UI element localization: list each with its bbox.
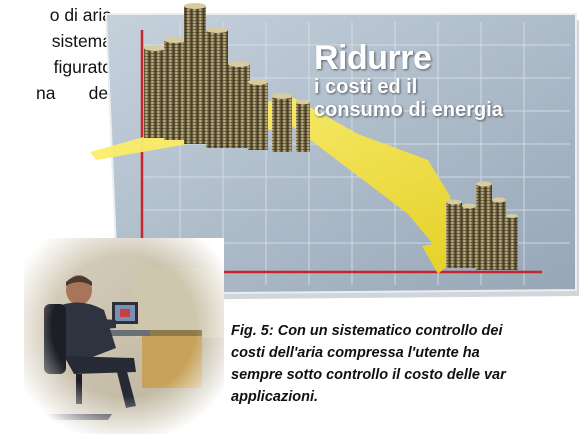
office-worker-photo (24, 238, 224, 434)
small-coin-stacks-icon (446, 181, 518, 270)
infographic-headline: Ridurre i costi ed il consumo di energia (314, 40, 503, 122)
downward-arrow (90, 96, 465, 274)
body-text-line: o di aria (49, 5, 112, 25)
article-body-text: o di aria sistema figurato na dei (0, 2, 112, 106)
body-text-line: figurato (53, 57, 112, 77)
headline-subline: consumo di energia (314, 99, 503, 121)
caption-line: Fig. 5: Con un sistematico controllo dei (231, 323, 503, 339)
cost-reduction-infographic (90, 3, 579, 300)
figure-caption: Fig. 5: Con un sistematico controllo dei… (231, 320, 579, 408)
headline-subline: i costi ed il (314, 76, 418, 98)
body-text-line: sistema (51, 31, 112, 51)
large-coin-stacks-icon (144, 3, 310, 152)
caption-line: sempre sotto controllo il costo delle va… (231, 367, 506, 383)
headline-title: Ridurre (314, 39, 432, 77)
caption-line: costi dell'aria compressa l'utente ha (231, 345, 480, 361)
caption-line: applicazioni. (231, 389, 319, 405)
body-text-line: na dei (36, 83, 112, 103)
